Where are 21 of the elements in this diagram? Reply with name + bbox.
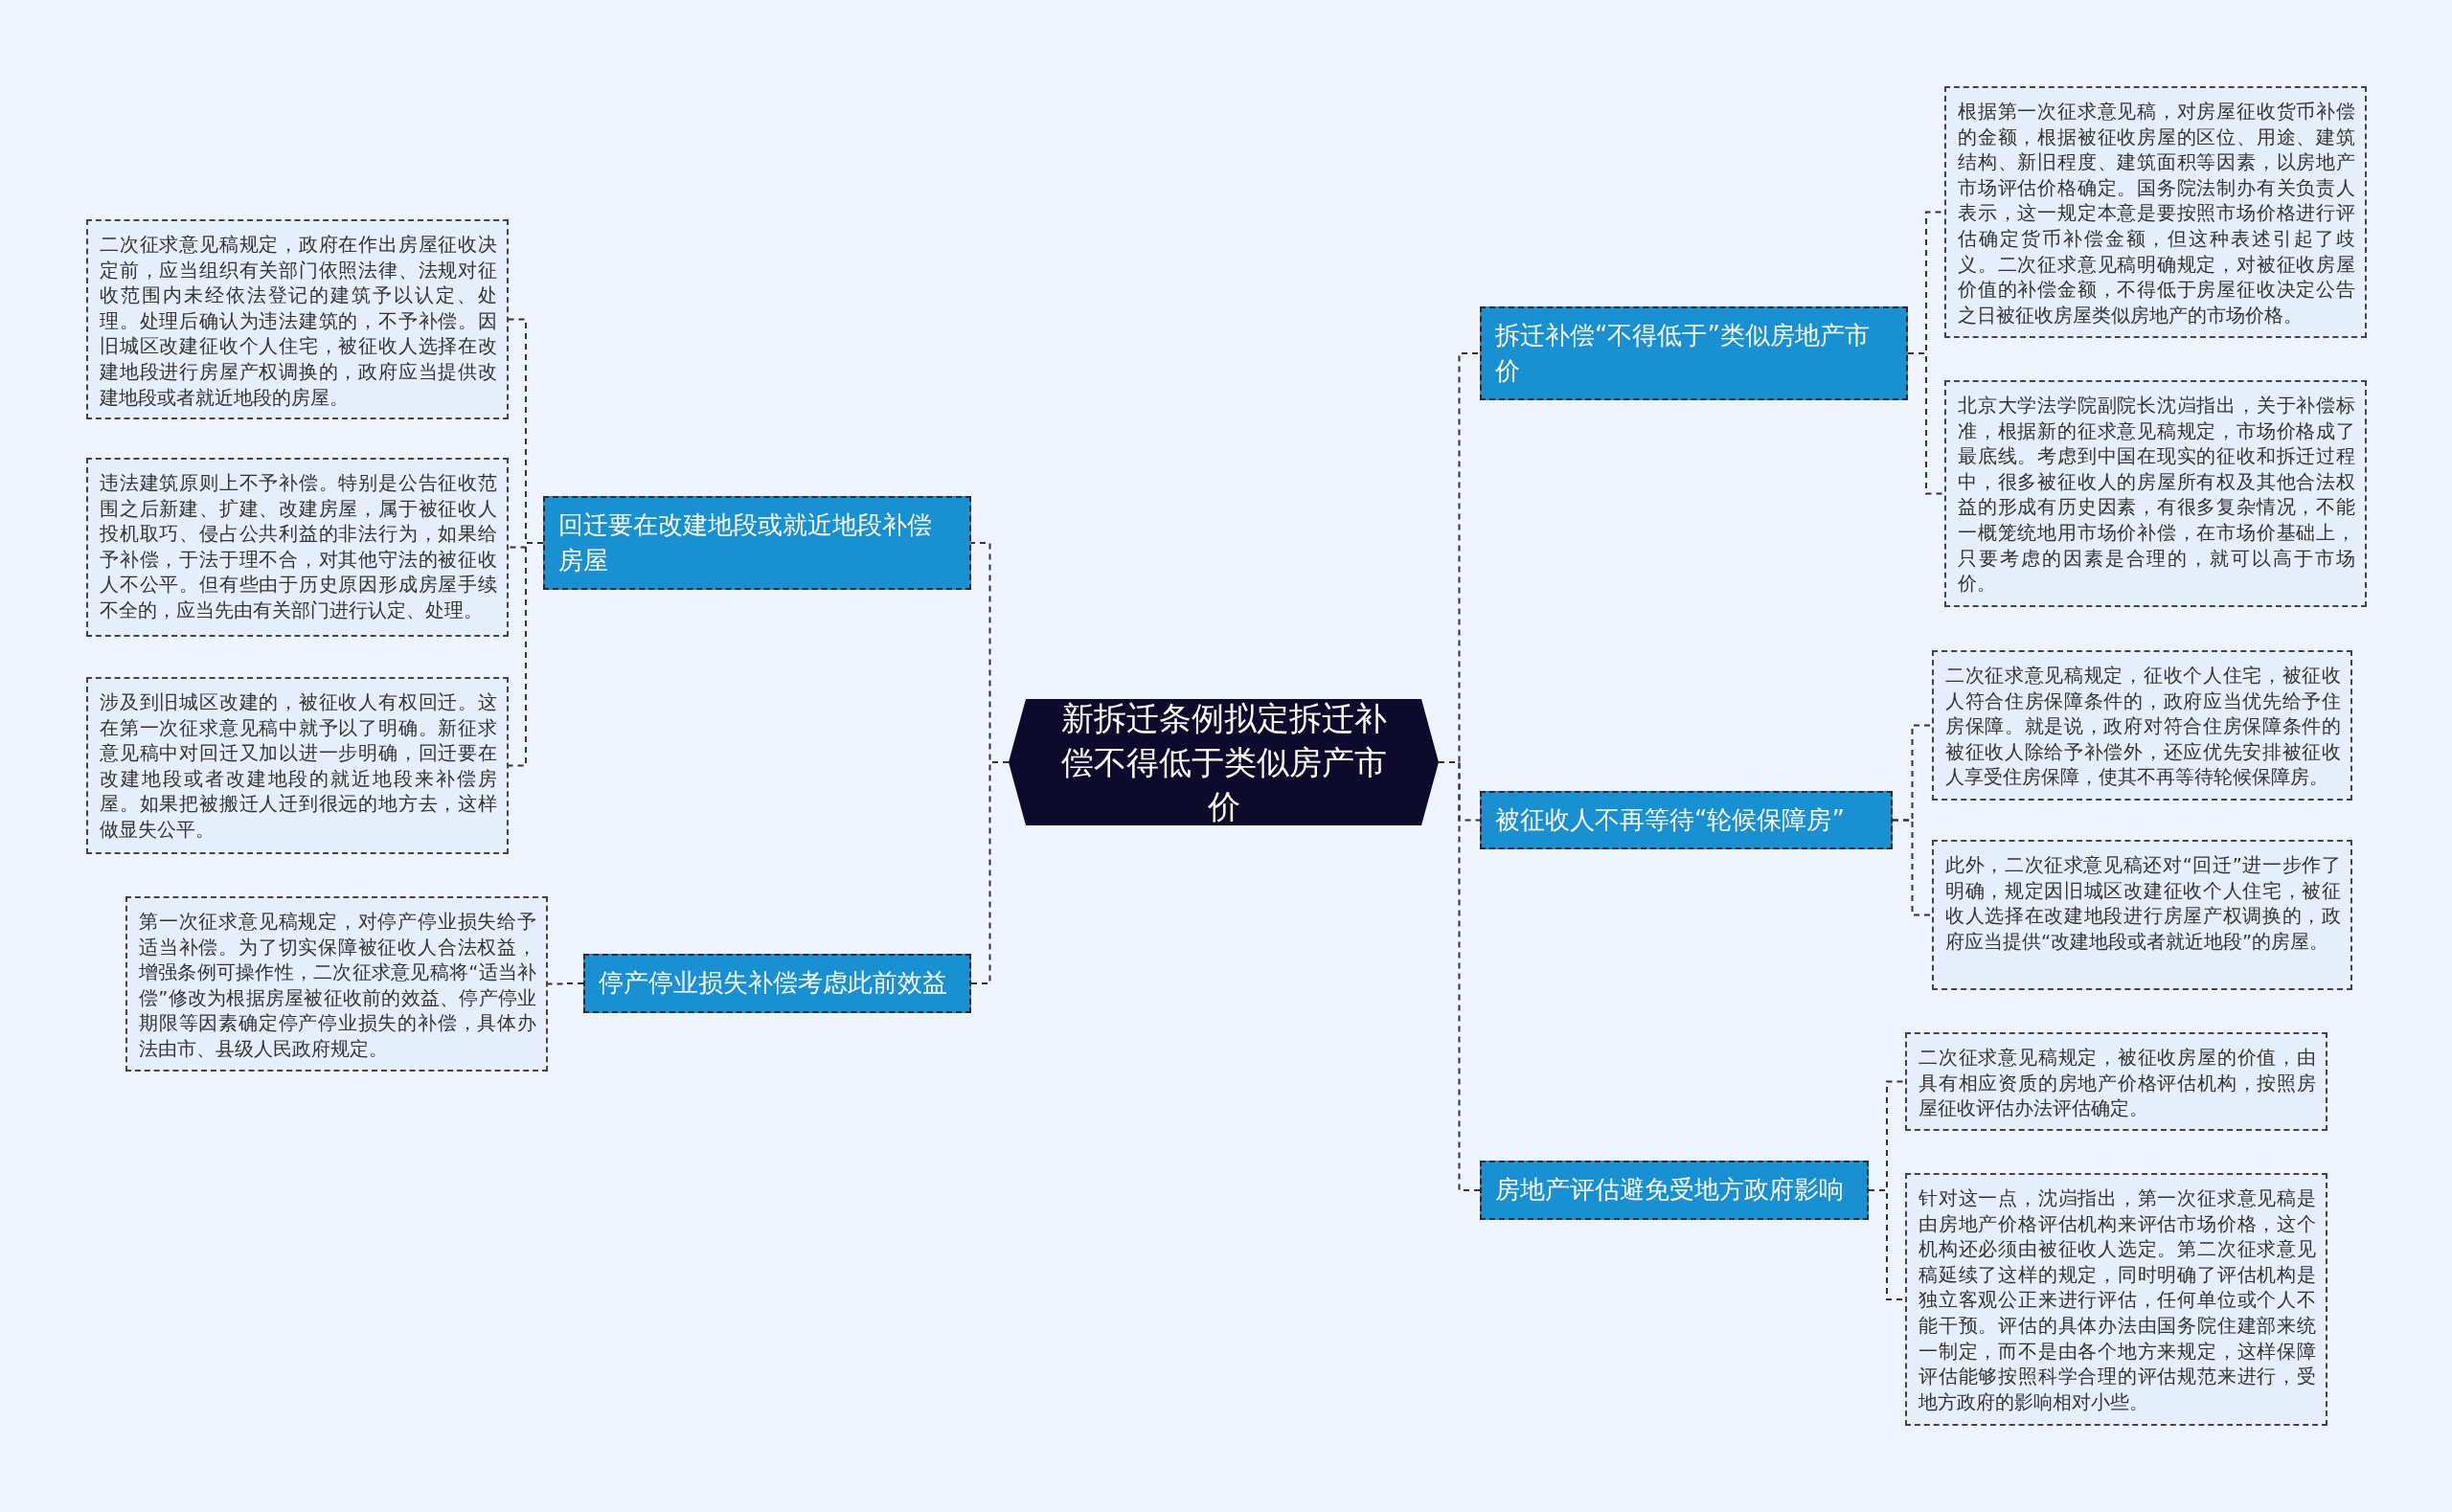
branch-box: 停产停业损失补偿考虑此前效益: [583, 954, 971, 1013]
connector-line: [1892, 819, 1933, 916]
note-box: 第一次征求意见稿规定，对停产停业损失给予适当补偿。为了切实保障被征收人合法权益，增强条例可操作性，二次征求意见稿将“适当补偿”修改为根据房屋被征收前的效益、停产停业期限等因素确定停产停业损失的补偿，具体办法由市、县级人民政府规定。: [125, 896, 548, 1072]
connector-line: [547, 982, 584, 985]
branch-box: 回迁要在改建地段或就近地段补偿房屋: [543, 496, 971, 590]
note-box: 北京大学法学院副院长沈岿指出，关于补偿标准，根据新的征求意见稿规定，市场价格成了最底线。考虑到中国在现实的征收和拆迁过程中，很多被征收人的房屋所有权及其他合法权益的形成有历史因素，有很多复杂情况，不能一概笼统地用市场价补偿，在市场价基础上，只要考虑的因素是合理的，就可以高于市场价。: [1944, 380, 2367, 607]
note-box: 针对这一点，沈岿指出，第一次征求意见稿是由房地产价格评估机构来评估市场价格，这个机构还必须由被征收人选定。第二次征求意见稿延续了这样的规定，同时明确了评估机构是独立客观公正来进行评估，任何单位或个人不能干预。评估的具体办法由国务院住建部来统一制定，而不是由各个地方来规定，这样保障评估能够按照科学合理的评估规范来进行，受地方政府的影响相对小些。: [1905, 1173, 2327, 1426]
note-box: 二次征求意见稿规定，征收个人住宅，被征收人符合住房保障条件的，政府应当优先给予住房保障。就是说，政府对符合住房保障条件的被征收人除给予补偿外，还应优先安排被征收人享受住房保障，使其不再等待轮候保障房。: [1932, 650, 2352, 801]
note-box: 违法建筑原则上不予补偿。特别是公告征收范围之后新建、扩建、改建房屋，属于被征收人投机取巧、侵占公共利益的非法行为，如果给予补偿，于法于理不合，对其他守法的被征收人不公平。但有些由于历史原因形成房屋手续不全的，应当先由有关部门进行认定、处理。: [86, 458, 509, 637]
connector-line: [508, 542, 544, 767]
note-box: 二次征求意见稿规定，政府在作出房屋征收决定前，应当组织有关部门依照法律、法规对征收范围内未经依法登记的建筑予以认定、处理。处理后确认为违法建筑的，不予补偿。因旧城区改建征收个人住宅，被征收人选择在改建地段进行房屋产权调换的，政府应当提供改建地段或者就近地段的房屋。: [86, 219, 509, 419]
note-box: 根据第一次征求意见稿，对房屋征收货币补偿的金额，根据被征收房屋的区位、用途、建筑结构、新旧程度、建筑面积等因素，以房地产市场评估价格确定。国务院法制办有关负责人表示，这一规定本意是要按照市场价格进行评估确定货币补偿金额，但这种表述引起了歧义。二次征求意见稿明确规定，对被征收房屋价值的补偿金额，不得低于房屋征收决定公告之日被征收房屋类似房地产的市场价格。: [1944, 86, 2367, 338]
connector-line: [1907, 352, 1945, 495]
connector-line: [970, 761, 1010, 984]
topic-box: 新拆迁条例拟定拆迁补偿不得低于类似房产市价: [1009, 699, 1439, 825]
branch-box: 房地产评估避免受地方政府影响: [1480, 1161, 1869, 1220]
note-box: 二次征求意见稿规定，被征收房屋的价值，由具有相应资质的房地产价格评估机构，按照房屋征收评估办法评估确定。: [1905, 1032, 2327, 1131]
note-box: 涉及到旧城区改建的，被征收人有权回迁。这在第一次征求意见稿中就予以了明确。新征求意见稿中对回迁又加以进一步明确，回迁要在改建地段或者改建地段的就近地段来补偿房屋。如果把被搬迁人迁到很远的地方去，这样做显失公平。: [86, 677, 509, 854]
branch-box: 被征收人不再等待“轮候保障房”: [1480, 791, 1893, 849]
branch-box: 拆迁补偿“不得低于”类似房地产市价: [1480, 306, 1908, 400]
note-box: 此外，二次征求意见稿还对“回迁”进一步作了明确，规定因旧城区改建征收个人住宅，被征收人选择在改建地段进行房屋产权调换的，政府应当提供“改建地段或者就近地段”的房屋。: [1932, 840, 2352, 990]
